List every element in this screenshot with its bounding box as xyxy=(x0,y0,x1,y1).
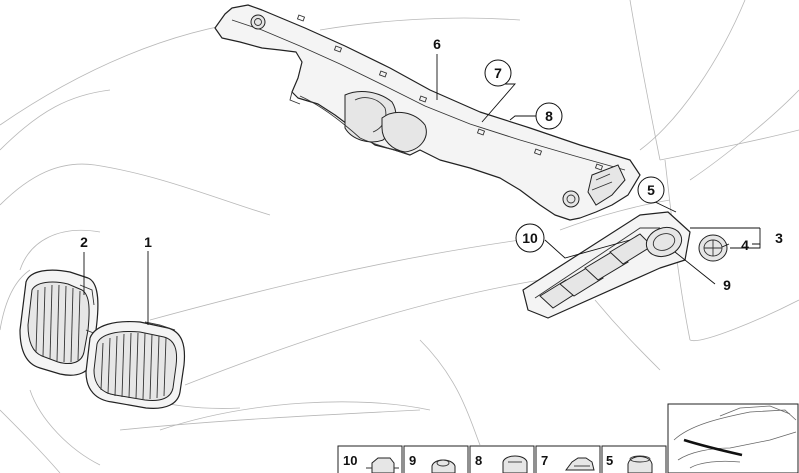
callout-6: 6 xyxy=(433,36,441,52)
legend-tile-5: 5 xyxy=(601,445,667,473)
kidney-grille-part-1 xyxy=(85,320,186,409)
callout-9: 9 xyxy=(723,277,731,293)
callout-3: 3 xyxy=(775,230,783,246)
svg-text:9: 9 xyxy=(723,277,731,293)
svg-text:1: 1 xyxy=(144,234,152,250)
svg-text:7: 7 xyxy=(494,65,502,81)
callout-2: 2 xyxy=(80,234,88,250)
badge-part-4 xyxy=(698,234,728,262)
kidney-grille-part-2 xyxy=(19,269,99,376)
svg-text:2: 2 xyxy=(80,234,88,250)
callout-10: 10 xyxy=(515,223,545,253)
legend-tile-10: 10 xyxy=(337,445,403,473)
svg-text:4: 4 xyxy=(741,237,749,253)
svg-text:5: 5 xyxy=(647,182,655,198)
svg-text:8: 8 xyxy=(545,108,553,124)
legend-tile-7: 7 xyxy=(535,445,601,473)
svg-text:7: 7 xyxy=(541,453,548,468)
callout-1: 1 xyxy=(144,234,152,250)
svg-text:10: 10 xyxy=(522,230,538,246)
vent-grille-part-10 xyxy=(522,211,691,319)
svg-text:8: 8 xyxy=(475,453,482,468)
legend-tile-8: 8 xyxy=(469,445,535,473)
car-thumbnail xyxy=(667,403,799,473)
callout-7: 7 xyxy=(484,59,512,87)
svg-text:3: 3 xyxy=(775,230,783,246)
cowl-panel-part-6 xyxy=(214,4,641,221)
callout-8: 8 xyxy=(535,102,563,130)
callout-4: 4 xyxy=(741,237,749,253)
svg-text:6: 6 xyxy=(433,36,441,52)
svg-text:9: 9 xyxy=(409,453,416,468)
svg-text:10: 10 xyxy=(343,453,357,468)
svg-text:5: 5 xyxy=(606,453,613,468)
callout-5: 5 xyxy=(637,176,665,204)
legend-tile-9: 9 xyxy=(403,445,469,473)
